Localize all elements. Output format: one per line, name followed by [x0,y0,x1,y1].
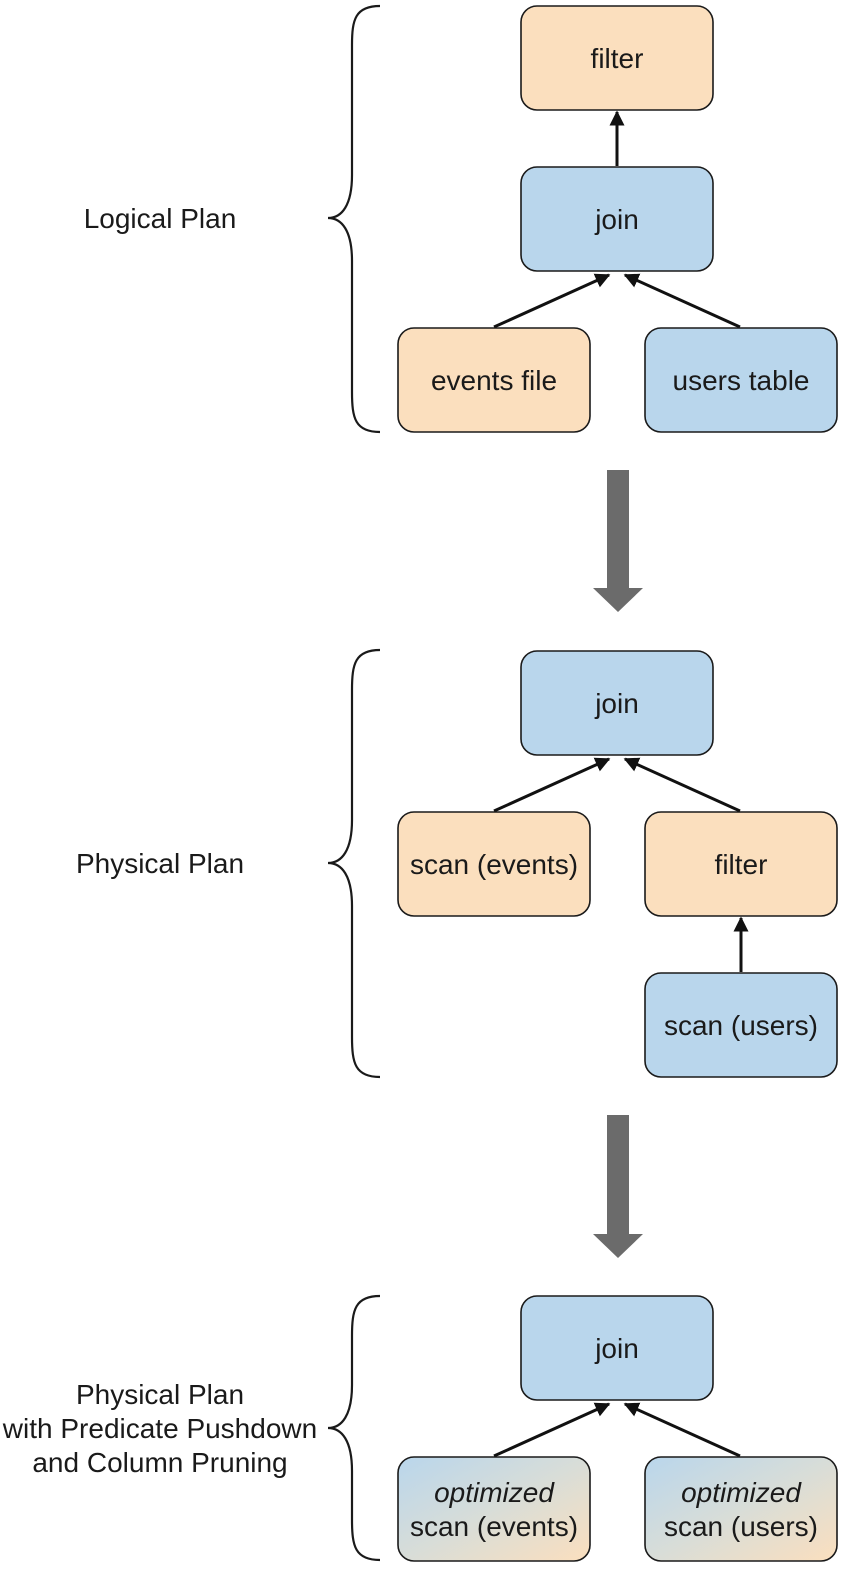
node-filter: filter [520,5,714,111]
svg-text:optimized: optimized [434,1477,555,1508]
edge-opt-scan-events-to-join [493,1402,611,1458]
node-join: join [520,166,714,272]
node-optimized-scan-events: optimized scan (events) [397,1456,591,1562]
section-label-optimized-line-1: Physical Plan [76,1379,244,1410]
section-optimized-physical-plan: Physical Plan with Predicate Pushdown an… [2,1294,838,1562]
svg-text:join: join [594,1333,639,1364]
node-scan-users: scan (users) [644,972,838,1078]
edge-opt-scan-users-to-join [623,1402,741,1458]
svg-text:filter: filter [715,849,768,880]
svg-text:scan (users): scan (users) [664,1511,818,1542]
node-scan-events: scan (events) [397,811,591,917]
svg-text:optimized: optimized [681,1477,802,1508]
section-label-optimized-line-2: with Predicate Pushdown [2,1413,317,1444]
svg-text:scan (users): scan (users) [664,1010,818,1041]
svg-text:filter: filter [591,43,644,74]
svg-text:users table: users table [673,365,810,396]
edge-users-table-to-join [623,273,741,329]
section-label-physical-plan: Physical Plan [76,848,244,879]
svg-text:join: join [594,204,639,235]
edge-filter-to-join [623,757,741,813]
svg-text:events file: events file [431,365,557,396]
node-filter: filter [644,811,838,917]
node-join: join [520,650,714,756]
svg-text:join: join [594,688,639,719]
edge-scan-events-to-join [493,757,611,813]
svg-text:scan (events): scan (events) [410,1511,578,1542]
section-physical-plan: Physical Plan join scan (events) filter … [76,648,838,1079]
edge-events-file-to-join [493,273,611,329]
node-optimized-scan-users: optimized scan (users) [644,1456,838,1562]
brace-logical-plan [327,4,381,434]
node-events-file: events file [397,327,591,433]
svg-text:scan (events): scan (events) [410,849,578,880]
brace-physical-plan [327,648,381,1079]
node-users-table: users table [644,327,838,433]
node-join: join [520,1295,714,1401]
transition-arrow-1 [593,470,643,612]
section-logical-plan: Logical Plan filter join events file use… [84,4,838,434]
section-label-logical-plan: Logical Plan [84,203,237,234]
section-label-optimized-line-3: and Column Pruning [32,1447,287,1478]
brace-optimized-plan [327,1294,381,1562]
transition-arrow-2 [593,1115,643,1258]
